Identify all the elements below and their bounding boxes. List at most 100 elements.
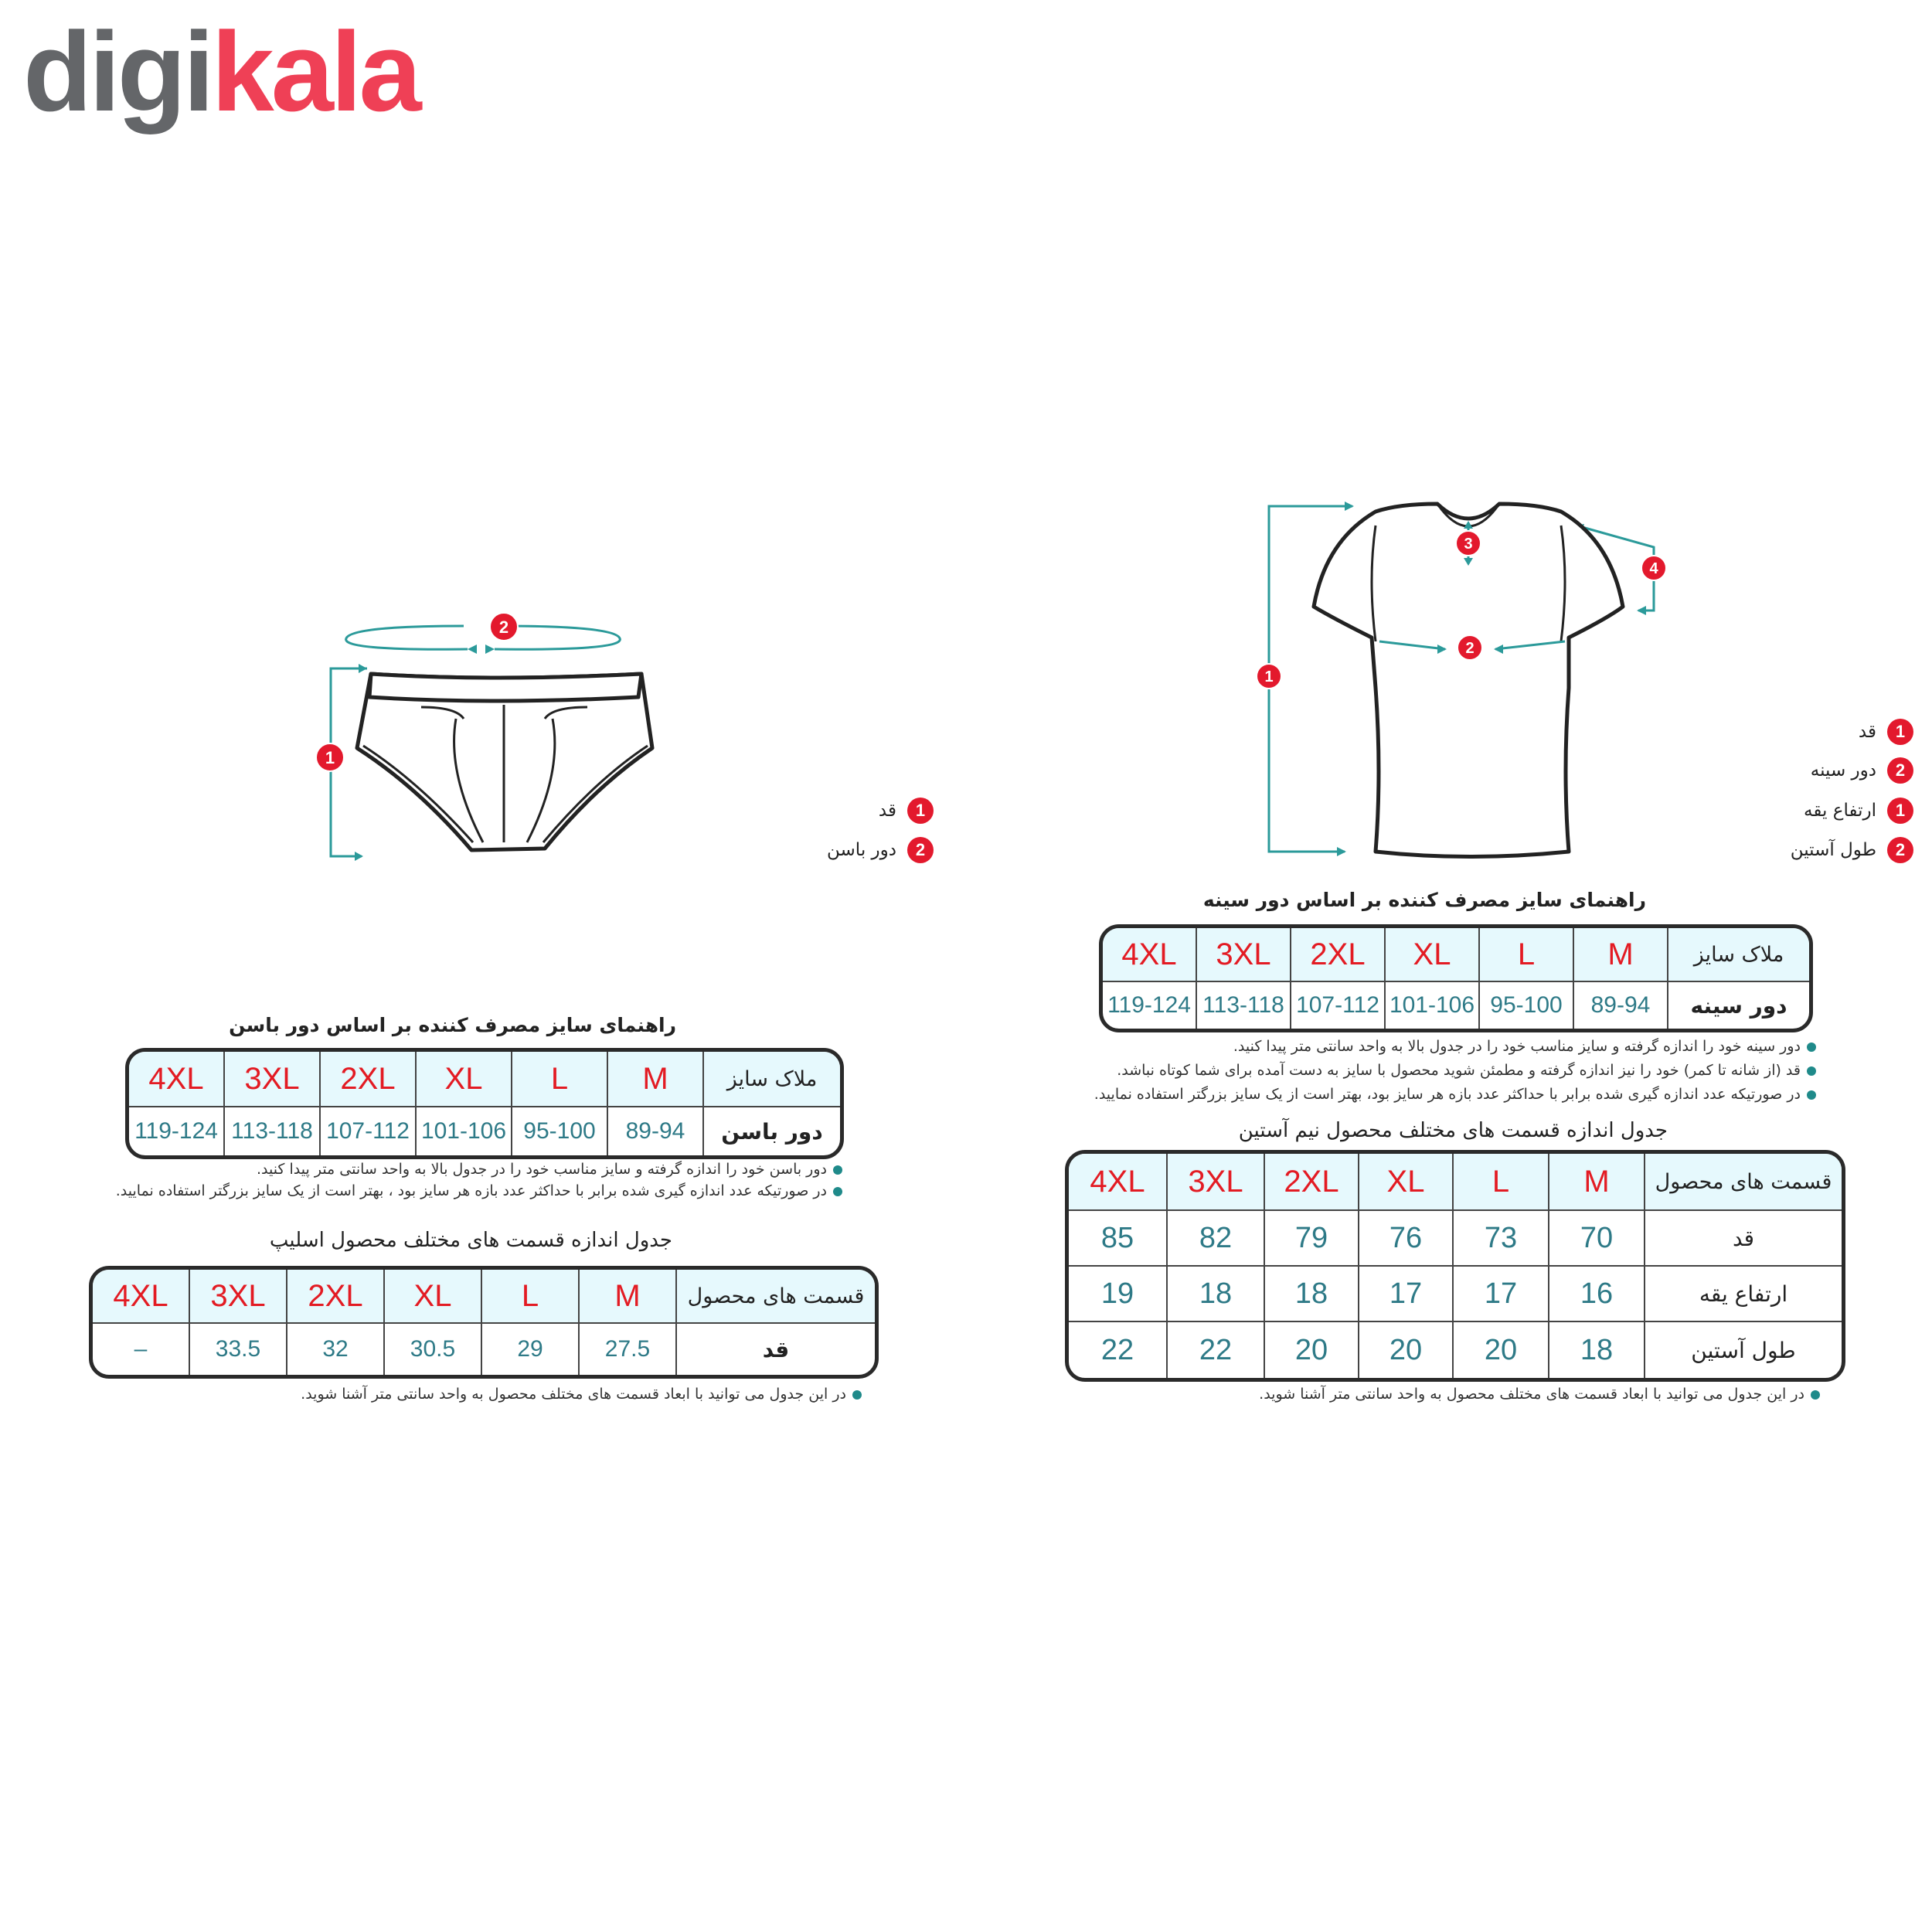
cell-value: 16 bbox=[1549, 1267, 1645, 1322]
brief-guide-title: راهنمای سایز مصرف کننده بر اساس دور باسن bbox=[229, 1014, 676, 1036]
bullet-dot bbox=[1811, 1389, 1820, 1400]
size-xl: XL bbox=[385, 1270, 482, 1324]
brief-legend-item-2: 2 دور باسن bbox=[827, 837, 934, 863]
size-4xl: 4XL bbox=[1103, 928, 1197, 982]
cell-value: 119-124 bbox=[129, 1107, 225, 1155]
cell-value: 22 bbox=[1168, 1322, 1265, 1378]
cell-value: 85 bbox=[1069, 1211, 1168, 1267]
size-l: L bbox=[482, 1270, 580, 1324]
cell-value: 113-118 bbox=[225, 1107, 321, 1155]
brief-parts-title: جدول اندازه قسمت های مختلف محصول اسلیپ bbox=[269, 1229, 672, 1252]
shirt-note-2: قد (از شانه تا کمر) خود را نیز اندازه گر… bbox=[1117, 1062, 1816, 1079]
size-2xl: 2XL bbox=[287, 1270, 385, 1324]
digikala-logo[interactable]: digikala bbox=[23, 15, 422, 128]
tshirt-diagram: 1 2 3 4 bbox=[1256, 502, 1667, 859]
cell-value: 79 bbox=[1265, 1211, 1359, 1267]
shirt-note-3: در صورتیکه عدد اندازه گیری شده برابر با … bbox=[1094, 1086, 1816, 1103]
shirt-legend-item-4: 2 طول آستین bbox=[1791, 837, 1913, 863]
note-text: در صورتیکه عدد اندازه گیری شده برابر با … bbox=[115, 1182, 827, 1199]
cell-value: 82 bbox=[1168, 1211, 1265, 1267]
bullet-dot bbox=[833, 1186, 842, 1196]
cell-value: 22 bbox=[1069, 1322, 1168, 1378]
note-text: در صورتیکه عدد اندازه گیری شده برابر با … bbox=[1094, 1086, 1801, 1103]
legend-badge: 1 bbox=[907, 798, 934, 824]
cell-value: 29 bbox=[482, 1324, 580, 1375]
cell-value: – bbox=[93, 1324, 190, 1375]
cell-value: 20 bbox=[1359, 1322, 1454, 1378]
size-2xl: 2XL bbox=[1265, 1154, 1359, 1211]
cell-value: 18 bbox=[1549, 1322, 1645, 1378]
size-4xl: 4XL bbox=[1069, 1154, 1168, 1211]
cell-value: 76 bbox=[1359, 1211, 1454, 1267]
bullet-dot bbox=[852, 1389, 862, 1400]
cell-value: 19 bbox=[1069, 1267, 1168, 1322]
cell-value: 30.5 bbox=[385, 1324, 482, 1375]
note-text: در این جدول می توانید با ابعاد قسمت های … bbox=[1259, 1386, 1804, 1403]
legend-label: طول آستین bbox=[1790, 840, 1876, 860]
row-label: طول آستین bbox=[1691, 1337, 1796, 1363]
row-label: دور باسن bbox=[721, 1118, 823, 1145]
brief-note-1: دور باسن خود را اندازه گرفته و سایز مناس… bbox=[257, 1161, 842, 1178]
cell-value: 95-100 bbox=[512, 1107, 608, 1155]
chest-circumference-arrow bbox=[1379, 640, 1566, 654]
shirt-parts-note: در این جدول می توانید با ابعاد قسمت های … bbox=[1259, 1386, 1820, 1403]
size-xl: XL bbox=[417, 1052, 512, 1107]
legend-badge: 1 bbox=[1887, 719, 1913, 745]
brief-parts-note: در این جدول می توانید با ابعاد قسمت های … bbox=[301, 1386, 862, 1403]
note-text: دور باسن خود را اندازه گرفته و سایز مناس… bbox=[256, 1161, 827, 1178]
bullet-dot bbox=[1807, 1090, 1816, 1100]
size-2xl: 2XL bbox=[321, 1052, 417, 1107]
size-3xl: 3XL bbox=[1168, 1154, 1265, 1211]
legend-label: دور باسن bbox=[827, 840, 896, 860]
legend-label: دور سینه bbox=[1810, 760, 1876, 781]
size-m: M bbox=[608, 1052, 704, 1107]
cell-value: 20 bbox=[1265, 1322, 1359, 1378]
brief-parts-table: 4XL 3XL 2XL XL L M قسمت های محصول – 33.5… bbox=[89, 1266, 879, 1379]
size-2xl: 2XL bbox=[1291, 928, 1386, 982]
cell-value: 73 bbox=[1454, 1211, 1549, 1267]
size-l: L bbox=[1480, 928, 1574, 982]
cell-value: 17 bbox=[1359, 1267, 1454, 1322]
bullet-dot bbox=[1807, 1042, 1816, 1052]
brief-size-guide-table: 4XL 3XL 2XL XL L M ملاک سایز 119-124 113… bbox=[125, 1048, 844, 1159]
cell-value: 119-124 bbox=[1103, 982, 1197, 1029]
shirt-legend-item-3: 1 ارتفاع یقه bbox=[1804, 798, 1913, 824]
size-3xl: 3XL bbox=[225, 1052, 321, 1107]
row-label: دور سینه bbox=[1690, 992, 1787, 1019]
shirt-guide-title: راهنمای سایز مصرف کننده بر اساس دور سینه bbox=[1202, 889, 1646, 911]
cell-value: 113-118 bbox=[1197, 982, 1291, 1029]
size-4xl: 4XL bbox=[93, 1270, 190, 1324]
svg-text:4: 4 bbox=[1649, 560, 1658, 577]
shirt-legend-item-1: 1 قد bbox=[1859, 719, 1913, 745]
header-label: قسمت های محصول bbox=[1645, 1154, 1842, 1211]
cell-value: 89-94 bbox=[1574, 982, 1668, 1029]
size-l: L bbox=[1454, 1154, 1549, 1211]
header-label: قسمت های محصول bbox=[677, 1270, 875, 1324]
logo-part-digi: digi bbox=[23, 9, 214, 134]
brief-diagram: 1 2 bbox=[315, 612, 655, 861]
row-label: قد bbox=[762, 1336, 790, 1362]
cell-value: 107-112 bbox=[1291, 982, 1386, 1029]
cell-value: 70 bbox=[1549, 1211, 1645, 1267]
size-3xl: 3XL bbox=[190, 1270, 287, 1324]
size-xl: XL bbox=[1359, 1154, 1454, 1211]
header-label: ملاک سایز bbox=[704, 1052, 840, 1107]
svg-text:1: 1 bbox=[325, 748, 335, 767]
brief-note-2: در صورتیکه عدد اندازه گیری شده برابر با … bbox=[116, 1182, 842, 1199]
cell-value: 89-94 bbox=[608, 1107, 704, 1155]
cell-value: 101-106 bbox=[1386, 982, 1480, 1029]
cell-value: 33.5 bbox=[190, 1324, 287, 1375]
brief-legend-item-1: 1 قد bbox=[879, 798, 934, 824]
size-m: M bbox=[580, 1270, 677, 1324]
legend-label: قد bbox=[1858, 722, 1876, 742]
row-label: ارتفاع یقه bbox=[1645, 1267, 1842, 1322]
header-label: ملاک سایز bbox=[1668, 928, 1809, 982]
svg-text:2: 2 bbox=[1465, 640, 1474, 657]
svg-text:3: 3 bbox=[1464, 536, 1472, 553]
bullet-dot bbox=[1807, 1066, 1816, 1076]
tshirt-marker-1: 1 bbox=[1256, 663, 1282, 689]
size-xl: XL bbox=[1386, 928, 1480, 982]
size-m: M bbox=[1574, 928, 1668, 982]
tshirt-marker-3: 3 bbox=[1455, 530, 1481, 556]
bullet-dot bbox=[833, 1165, 842, 1175]
